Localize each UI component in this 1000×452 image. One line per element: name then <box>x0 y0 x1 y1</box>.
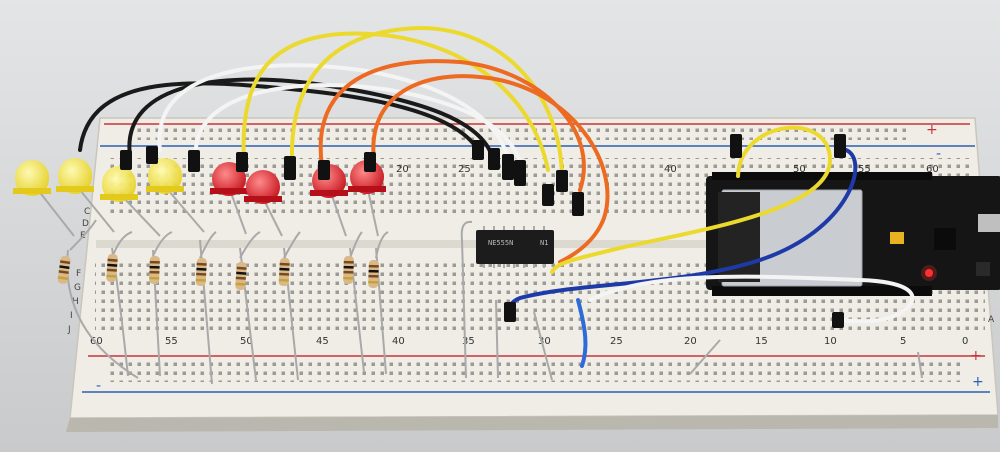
resistor <box>235 261 247 291</box>
breadboard-shadow <box>66 415 998 432</box>
wire-white-esp <box>588 274 915 324</box>
resistor <box>149 255 160 285</box>
col-num-b60: 60 <box>90 336 103 347</box>
wire-yellow-esp <box>550 125 833 274</box>
col-num-25: 25 <box>458 164 471 175</box>
row-letter-c: C <box>84 207 90 217</box>
bottom-column-numbers: 60 55 50 45 40 35 30 25 20 15 10 5 0 <box>90 336 968 347</box>
resistor <box>343 255 354 285</box>
row-letter-h: H <box>72 297 79 307</box>
col-num-b25: 25 <box>610 336 623 347</box>
resistor <box>278 257 290 287</box>
wire-white-2 <box>193 83 522 166</box>
resistor <box>57 255 71 284</box>
col-num-b55: 55 <box>165 336 178 347</box>
resistors <box>57 253 379 291</box>
bottom-rail-minus-sign: - <box>96 378 101 394</box>
row-letter-g: G <box>74 283 81 293</box>
led-yellow-1 <box>13 160 75 237</box>
col-num-60: 60 <box>926 164 939 175</box>
col-num-b10: 10 <box>824 336 837 347</box>
col-num-40: 40 <box>664 164 677 175</box>
bottom-rail-plus-sign-2: + <box>972 374 984 390</box>
col-num-b40: 40 <box>392 336 405 347</box>
row-letter-f: F <box>76 269 81 279</box>
top-rail-minus-sign: - <box>936 146 941 162</box>
wire-blue-short <box>576 298 588 368</box>
top-rail-plus-sign: + <box>926 122 938 138</box>
wire-yellow-1 <box>241 31 550 172</box>
col-num-55: 55 <box>858 164 871 175</box>
chip-marking-line1: NE555N <box>488 239 513 247</box>
col-num-20: 20 <box>396 164 409 175</box>
top-column-numbers: 20 25 40 50 55 60 <box>396 164 939 175</box>
led-yellow-4 <box>146 158 205 233</box>
row-letter-j: J <box>67 325 71 335</box>
wire-orange-1 <box>318 59 586 192</box>
col-num-b0: 0 <box>962 336 968 347</box>
bottom-rail-plus-sign: + <box>970 348 982 364</box>
wire-yellow-2 <box>289 25 564 178</box>
led-red-2 <box>244 170 283 237</box>
jumper-wires <box>78 25 915 368</box>
wire-black-1 <box>78 81 480 152</box>
col-num-b15: 15 <box>755 336 768 347</box>
row-letter-i: I <box>70 311 73 321</box>
col-num-b30: 30 <box>538 336 551 347</box>
col-num-b20: 20 <box>684 336 697 347</box>
bottom-power-rail: + + - <box>82 348 990 394</box>
col-num-50: 50 <box>793 164 806 175</box>
col-num-b35: 35 <box>462 336 475 347</box>
col-num-b45: 45 <box>316 336 329 347</box>
jumper-legs <box>460 220 923 381</box>
resistor <box>106 253 118 283</box>
led-yellow-3 <box>100 166 161 237</box>
row-letter-a: A <box>988 315 995 325</box>
col-num-b5: 5 <box>900 336 906 347</box>
resistor <box>368 259 379 289</box>
resistor <box>195 257 207 287</box>
chip-marking-line2: N1 <box>540 239 548 247</box>
row-letter-d: D <box>82 219 89 229</box>
ne555-chip: NE555N N1 <box>476 226 554 268</box>
wire-orange-2 <box>371 74 610 264</box>
led-yellow-2 <box>56 158 115 233</box>
wire-plug-ends <box>120 134 846 328</box>
col-num-b50: 50 <box>240 336 253 347</box>
power-led-icon <box>925 269 933 277</box>
